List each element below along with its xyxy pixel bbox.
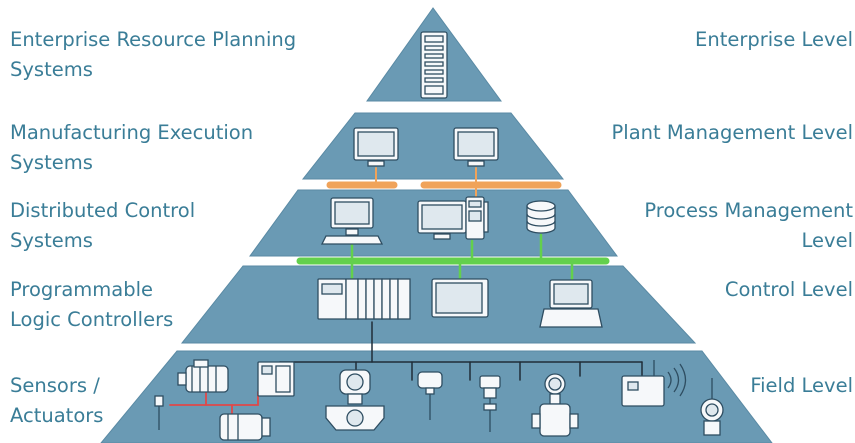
bus-lines (169, 167, 643, 415)
level-sensor-icon (417, 371, 443, 420)
label-field-right: Field Level (750, 374, 853, 397)
temperature-sensor-icon (700, 378, 724, 436)
server-rack-icon (420, 31, 448, 99)
label-process-right: Process Management Level (644, 199, 853, 252)
label-control-left: Programmable Logic Controllers (10, 278, 174, 331)
label-control-right: Control Level (724, 278, 853, 301)
flow-transmitter-icon (531, 373, 579, 437)
tier-plant (301, 112, 565, 180)
monitor-icon (353, 127, 399, 167)
label-plant-right: Plant Management Level (611, 121, 853, 144)
plc-rack-icon (317, 278, 411, 320)
motor-icon (177, 359, 229, 393)
servo-motor-icon (219, 413, 271, 441)
label-process-left: Distributed Control Systems (10, 199, 196, 252)
sensor-probe-icon (154, 395, 164, 430)
monitor-icon (453, 127, 499, 167)
database-icon (526, 200, 556, 234)
monitor-icon (417, 200, 467, 240)
drive-icon (257, 361, 295, 397)
wireless-gateway-icon (621, 360, 687, 407)
flowmeter-icon (325, 369, 385, 431)
laptop-icon (539, 279, 603, 328)
label-plant-left: Manufacturing Execution Systems (10, 121, 254, 174)
devices (154, 31, 724, 441)
controller-tower-icon (465, 196, 489, 240)
hmi-panel-icon (431, 278, 489, 318)
label-field-left: Sensors / Actuators (10, 374, 104, 427)
label-enterprise-right: Enterprise Level (695, 28, 853, 51)
label-enterprise-left: Enterprise Resource Planning Systems (10, 28, 297, 81)
pressure-transmitter-icon (479, 375, 501, 432)
workstation-icon (320, 197, 384, 245)
